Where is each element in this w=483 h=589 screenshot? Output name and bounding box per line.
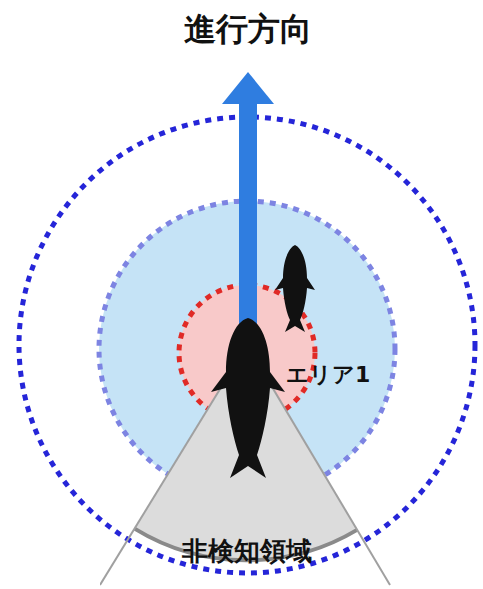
region-label: 非検知領域 [182,534,312,569]
direction-arrow-head [222,72,274,104]
direction-arrow-shaft [239,100,257,335]
other-fish [275,245,315,332]
diagram-title: 進行方向 [184,8,312,52]
area-label: エリア1 [286,360,370,390]
